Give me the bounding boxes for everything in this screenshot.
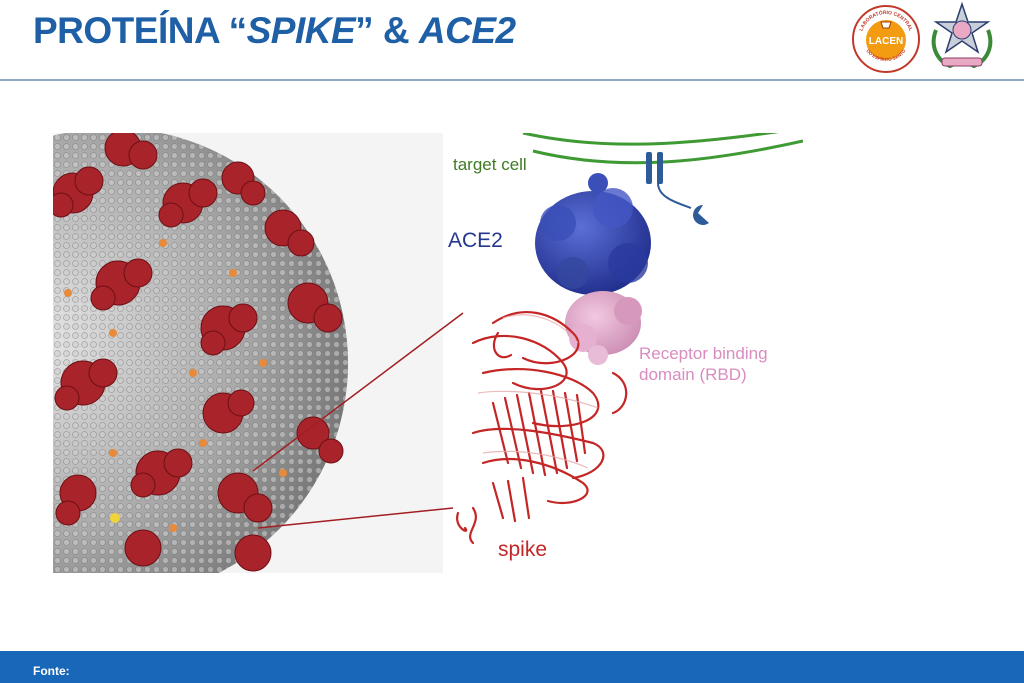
spike-protein-shadow bbox=[477, 314, 599, 469]
title-text-ace2: ACE2 bbox=[418, 10, 516, 51]
label-spike: spike bbox=[498, 538, 548, 561]
coronavirus-particle bbox=[53, 133, 348, 573]
footer-source-label: Fonte: bbox=[33, 664, 70, 678]
state-crest-logo bbox=[931, 1, 993, 69]
footer-bar: Fonte: bbox=[0, 651, 1024, 683]
title-text-spike: SPIKE bbox=[246, 10, 356, 51]
slide-title: PROTEÍNA “SPIKE” & ACE2 bbox=[33, 10, 516, 52]
title-text-2: ” & bbox=[355, 10, 419, 51]
spike-ace2-figure: target cell ACE2 Receptor binding domain… bbox=[53, 133, 803, 573]
membrane-channel bbox=[646, 152, 709, 225]
title-text-1: PROTEÍNA “ bbox=[33, 10, 247, 51]
label-target-cell: target cell bbox=[453, 155, 527, 174]
title-divider bbox=[0, 79, 1024, 81]
spike-protein bbox=[456, 311, 628, 545]
ace2-protein bbox=[535, 173, 651, 295]
lacen-logo: LACEN LABORATÓRIO CENTRAL DO ESPÍRITO SA… bbox=[852, 5, 920, 73]
target-cell-membrane bbox=[522, 133, 803, 165]
label-receptor-binding-domain: Receptor binding domain (RBD) bbox=[639, 344, 768, 384]
callout-lines bbox=[252, 312, 464, 529]
lacen-logo-name: LACEN bbox=[869, 36, 903, 47]
figure-illustration bbox=[53, 133, 803, 573]
receptor-binding-domain bbox=[565, 291, 642, 365]
label-ace2: ACE2 bbox=[448, 229, 503, 252]
